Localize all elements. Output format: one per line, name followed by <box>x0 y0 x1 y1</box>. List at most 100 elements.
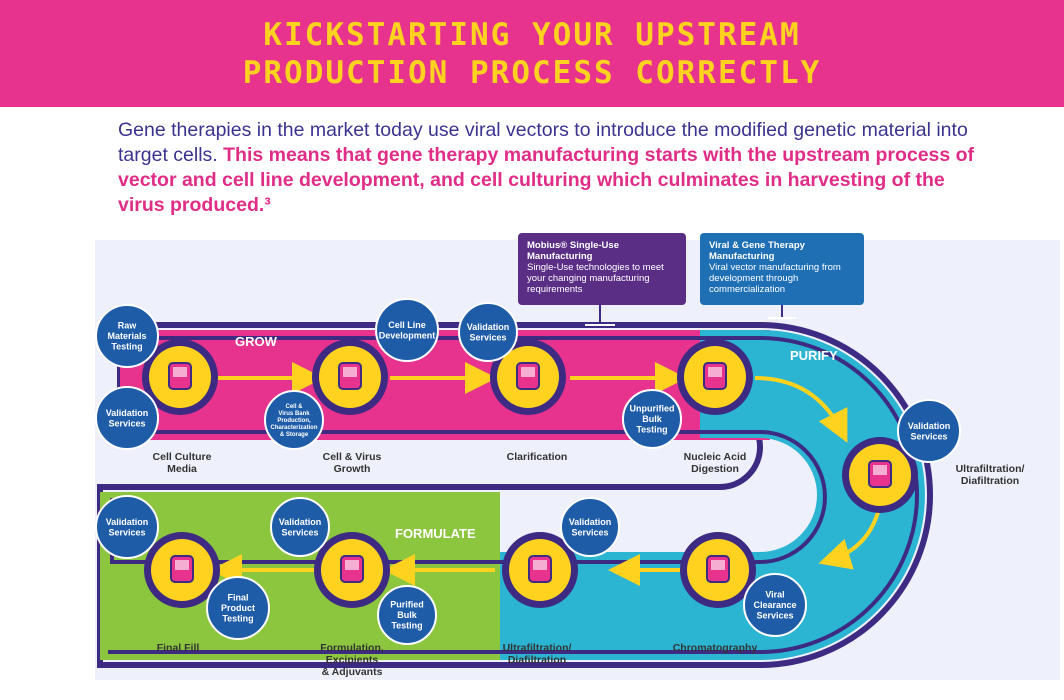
phase-formulate-label: FORMULATE <box>395 526 476 541</box>
badge-disc <box>95 386 159 450</box>
cassette-icon <box>868 460 892 488</box>
badge-label: Services <box>756 611 793 621</box>
badge-label: & Storage <box>280 432 309 438</box>
badge-disc <box>458 302 518 362</box>
badge-label: Testing <box>111 342 142 352</box>
flask-icon <box>338 362 362 390</box>
badge-label: Validation <box>106 517 149 527</box>
step-label: Final Fill <box>157 642 200 654</box>
step-clarification: Clarification <box>490 339 567 463</box>
badge-label: Services <box>281 527 318 537</box>
service-badges: RawMaterialsTestingValidationServicesCel… <box>95 298 961 645</box>
badge-disc <box>95 304 159 368</box>
title-line-1: Kickstarting your upstream <box>263 16 801 53</box>
step-label: Cell Culture <box>153 451 212 463</box>
badge-disc <box>622 389 682 449</box>
badge-label: Development <box>379 330 436 340</box>
callout-single-use: Mobius® Single-Use Manufacturing Single-… <box>518 233 686 305</box>
badge-label: Validation <box>467 322 510 332</box>
phase-grow-label: GROW <box>235 334 278 349</box>
badge-label: Materials <box>107 331 146 341</box>
callout-viral-gene: Viral & Gene Therapy Manufacturing Viral… <box>700 233 864 305</box>
step-formulation: Formulation,Excipients& Adjuvants <box>314 532 390 678</box>
badge-label: Characterization <box>270 425 317 431</box>
badge-label: Viral <box>765 590 784 600</box>
step-label: Clarification <box>507 451 568 463</box>
badge-label: Virus Bank <box>278 411 310 417</box>
flow-arrow-4 <box>754 376 848 443</box>
badge-label: Services <box>108 527 145 537</box>
callout-viral-gene-body: Viral vector manufacturing from developm… <box>709 262 841 295</box>
column-icon <box>706 555 730 583</box>
badge-label: Clearance <box>753 600 796 610</box>
step-chromatography: Chromatography <box>673 532 758 654</box>
callout-viral-gene-title: Viral & Gene Therapy Manufacturing <box>709 240 805 262</box>
step-label: Chromatography <box>673 642 758 654</box>
intro-paragraph: Gene therapies in the market today use v… <box>118 118 978 218</box>
badge-label: Services <box>910 431 947 441</box>
purify-band <box>480 330 925 660</box>
badge-label: Testing <box>222 614 253 624</box>
step-label: Nucleic Acid <box>684 451 747 463</box>
track-inner-stripe-2 <box>110 430 827 564</box>
step-ultrafiltration-formulate: Ultrafiltration/Diafiltration <box>502 532 578 666</box>
title-banner: Kickstarting your upstream production pr… <box>0 0 1064 107</box>
badge-disc <box>270 497 330 557</box>
flow-arrow-5 <box>818 504 882 570</box>
badge-disc <box>743 573 807 637</box>
track-inner-stripe <box>108 336 919 654</box>
phase-purify-label: PURIFY <box>790 348 838 363</box>
badge-cell-bank: Cell &Virus BankProduction,Characterizat… <box>264 390 324 450</box>
step-label: Diafiltration <box>508 654 566 666</box>
step-label: Ultrafiltration/ <box>956 463 1025 475</box>
badge-label: Raw <box>118 321 138 331</box>
step-label: Diafiltration <box>961 475 1019 487</box>
title-line-2: production process correctly <box>242 54 822 91</box>
badge-label: Testing <box>391 621 422 631</box>
badge-disc <box>377 585 437 645</box>
badge-label: Services <box>469 332 506 342</box>
badge-label: Services <box>108 418 145 428</box>
badge-label: Bulk <box>397 610 417 620</box>
badge-label: Final <box>227 593 248 603</box>
badge-label: Testing <box>636 425 667 435</box>
badge-label: Bulk <box>642 414 662 424</box>
badge-disc <box>95 495 159 559</box>
callout-single-use-body: Single-Use technologies to meet your cha… <box>527 262 664 295</box>
step-label: & Adjuvants <box>322 666 383 678</box>
badge-label: Purified <box>390 600 424 610</box>
step-label: Ultrafiltration/ <box>503 642 572 654</box>
badge-disc <box>560 497 620 557</box>
step-label: Cell & Virus <box>323 451 382 463</box>
syringe-icon <box>170 555 194 583</box>
badge-label: Validation <box>908 421 951 431</box>
badge-disc <box>897 399 961 463</box>
badge-label: Cell Line <box>388 320 426 330</box>
step-label: Excipients <box>326 654 379 666</box>
badge-disc <box>264 390 324 450</box>
badge-label: Services <box>571 527 608 537</box>
vessel-icon <box>703 362 727 390</box>
badge-label: Cell & <box>285 404 303 410</box>
badge-label: Validation <box>569 517 612 527</box>
badge-label: Production, <box>277 418 311 424</box>
track-outline <box>97 322 933 668</box>
step-label: Formulation, <box>320 642 384 654</box>
step-final-fill: Final Fill <box>144 532 220 654</box>
intro-plain-text: Gene therapies in the market today use v… <box>118 119 968 166</box>
step-label: Media <box>167 463 197 475</box>
